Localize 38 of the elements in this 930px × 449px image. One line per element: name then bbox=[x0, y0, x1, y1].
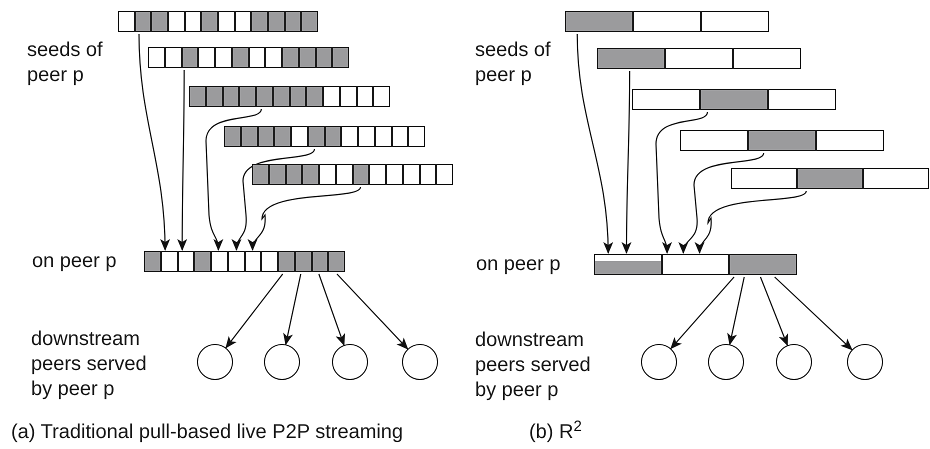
buffer-bar bbox=[594, 254, 797, 275]
buffer-bar bbox=[148, 47, 349, 68]
arrow bbox=[695, 190, 807, 254]
buffer-bar bbox=[565, 11, 769, 32]
arrow bbox=[177, 70, 188, 251]
arrow bbox=[248, 186, 362, 251]
text-label: on peer p bbox=[476, 252, 562, 277]
arrow bbox=[760, 276, 788, 346]
arrow bbox=[655, 112, 708, 254]
text-label: on peer p bbox=[32, 249, 118, 274]
arrow bbox=[318, 274, 346, 346]
arrow bbox=[283, 274, 302, 346]
arrow bbox=[727, 276, 745, 346]
subfigure-caption: (a) Traditional pull-based live P2P streaming bbox=[11, 420, 404, 445]
buffer-bar bbox=[680, 130, 884, 151]
text-label: seeds of peer p bbox=[27, 38, 104, 88]
text-label: downstream peers served by peer p bbox=[31, 327, 148, 402]
buffer-bar bbox=[731, 168, 929, 189]
text-label: downstream peers served by peer p bbox=[475, 328, 592, 403]
arrow bbox=[205, 108, 262, 251]
buffer-bar bbox=[118, 11, 318, 32]
arrow bbox=[622, 71, 632, 254]
buffer-bar bbox=[144, 251, 345, 272]
arrow bbox=[679, 152, 764, 254]
arrow bbox=[670, 276, 735, 350]
buffer-bar bbox=[632, 89, 836, 110]
subfigure-caption: (b) R$^{2}$ bbox=[529, 420, 583, 445]
text-label: seeds of peer p bbox=[475, 38, 552, 88]
buffer-bar bbox=[252, 164, 453, 185]
arrow bbox=[576, 34, 613, 254]
buffer-bar bbox=[597, 48, 801, 69]
arrow bbox=[336, 274, 408, 350]
buffer-bar bbox=[189, 86, 390, 107]
arrow bbox=[138, 34, 170, 251]
buffer-bar bbox=[224, 126, 425, 147]
arrow bbox=[232, 148, 315, 251]
arrow bbox=[225, 274, 284, 349]
arrow bbox=[774, 276, 853, 350]
